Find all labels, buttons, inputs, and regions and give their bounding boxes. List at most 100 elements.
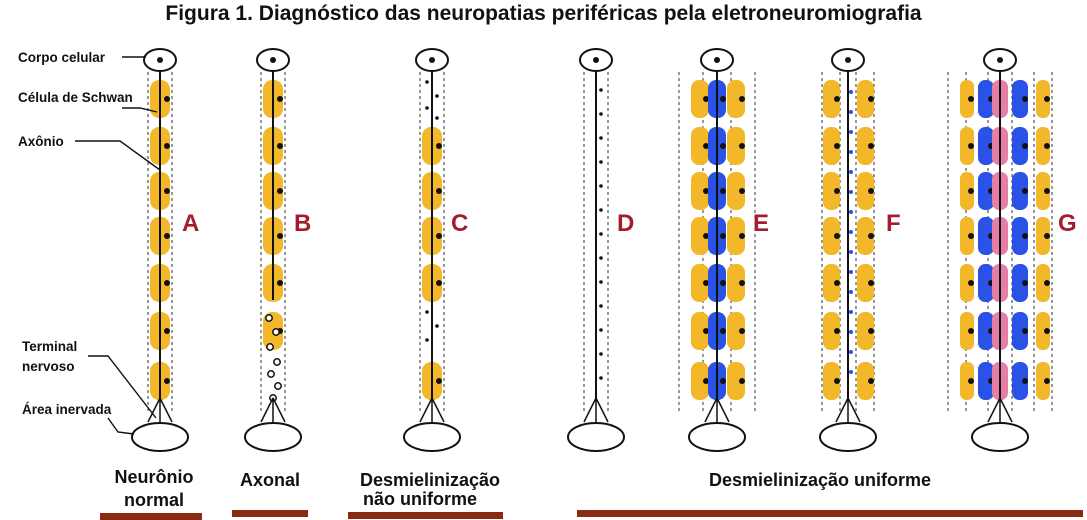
e-schwann-nucleus	[739, 233, 745, 239]
e-schwann-nucleus	[739, 280, 745, 286]
g-schwann-nucleus	[968, 328, 974, 334]
e-myelin-segment	[691, 362, 709, 400]
leader-area-inervada	[107, 417, 135, 435]
f-myelin-segment	[823, 127, 840, 165]
e-schwann-nucleus	[720, 188, 726, 194]
f-myelin-segment	[857, 362, 874, 400]
f-terminal	[835, 397, 861, 424]
g-schwann-nucleus	[968, 96, 974, 102]
c-terminal	[419, 397, 445, 424]
f-remyelin-fragment	[849, 290, 853, 294]
d-myelin-debris	[599, 112, 603, 116]
g-myelin-segment	[960, 172, 974, 210]
d-myelin-debris	[599, 376, 603, 380]
e-terminal	[704, 397, 730, 424]
g-myelin-segment	[978, 362, 994, 400]
panel-letter-b: B	[294, 210, 312, 237]
b-axon-debris	[274, 382, 282, 390]
f-schwann-nucleus	[868, 233, 874, 239]
leader-axonio	[75, 140, 161, 171]
g-myelin-segment	[978, 217, 994, 255]
g-myelin-segment	[978, 312, 994, 350]
g-schwann-nucleus	[1044, 143, 1050, 149]
d-myelin-debris	[599, 208, 603, 212]
b-schwann-nucleus	[277, 233, 283, 239]
d-myelin-debris	[599, 232, 603, 236]
b-target-area	[244, 422, 302, 452]
g-myelin-segment	[978, 127, 994, 165]
f-schwann-nucleus	[868, 328, 874, 334]
f-target-area	[819, 422, 877, 452]
e-schwann-nucleus	[720, 233, 726, 239]
e-target-area	[688, 422, 746, 452]
e-myelin-segment	[691, 80, 709, 118]
e-myelin-segment	[727, 127, 745, 165]
b-axon-debris	[266, 343, 274, 351]
caption-neuronio: Neurônio	[114, 467, 194, 487]
g-myelin-segment	[1012, 312, 1028, 350]
g-myelin-segment	[1012, 172, 1028, 210]
f-remyelin-fragment	[849, 270, 853, 274]
panel-letter-e: E	[753, 210, 770, 237]
caption-normal: normal	[123, 490, 184, 510]
label-celula-schwan: Célula de Schwan	[18, 90, 133, 105]
g-myelin-segment	[1012, 217, 1028, 255]
d-myelin-debris	[599, 184, 603, 188]
a-schwann-nucleus	[164, 96, 170, 102]
g-myelin-segment	[978, 80, 994, 118]
b-terminal	[260, 397, 286, 424]
e-myelin-segment	[727, 172, 745, 210]
b-schwann-nucleus	[277, 96, 283, 102]
c-myelin-debris	[425, 80, 429, 84]
g-schwann-nucleus	[968, 188, 974, 194]
c-schwann-nucleus	[436, 188, 442, 194]
f-remyelin-fragment	[849, 110, 853, 114]
f-remyelin-fragment	[849, 250, 853, 254]
leader-celula-schwan	[122, 107, 158, 113]
e-schwann-nucleus	[703, 328, 709, 334]
label-corpo-celular: Corpo celular	[18, 50, 106, 65]
b-schwann-nucleus	[277, 143, 283, 149]
f-remyelin-fragment	[849, 310, 853, 314]
f-myelin-segment	[823, 80, 840, 118]
g-target-area	[971, 422, 1029, 452]
f-remyelin-fragment	[849, 350, 853, 354]
g-schwann-nucleus	[1022, 233, 1028, 239]
f-myelin-segment	[823, 312, 840, 350]
a-schwann-nucleus	[164, 143, 170, 149]
f-myelin-segment	[823, 362, 840, 400]
f-myelin-segment	[857, 127, 874, 165]
label-axonio: Axônio	[18, 134, 64, 149]
d-myelin-debris	[599, 88, 603, 92]
panel-letter-c: C	[451, 210, 469, 237]
e-schwann-nucleus	[739, 188, 745, 194]
e-myelin-segment	[727, 80, 745, 118]
c-schwann-nucleus	[436, 378, 442, 384]
g-schwann-nucleus	[968, 378, 974, 384]
f-myelin-segment	[823, 217, 840, 255]
g-schwann-nucleus	[968, 280, 974, 286]
g-schwann-nucleus	[968, 143, 974, 149]
a-nucleus	[157, 57, 163, 63]
e-schwann-nucleus	[739, 96, 745, 102]
e-myelin-segment	[727, 217, 745, 255]
f-schwann-nucleus	[868, 280, 874, 286]
c-myelin-debris	[435, 116, 439, 120]
g-myelin-segment	[1036, 312, 1050, 350]
f-schwann-nucleus	[834, 328, 840, 334]
g-myelin-segment	[1036, 362, 1050, 400]
e-schwann-nucleus	[703, 188, 709, 194]
e-myelin-segment	[727, 362, 745, 400]
g-myelin-segment	[960, 80, 974, 118]
g-myelin-segment	[960, 264, 974, 302]
a-target-area	[131, 422, 189, 452]
b-schwann-nucleus	[277, 188, 283, 194]
e-schwann-nucleus	[720, 96, 726, 102]
g-myelin-segment	[960, 362, 974, 400]
e-schwann-nucleus	[720, 328, 726, 334]
g-myelin-segment	[1012, 80, 1028, 118]
panel-letter-d: D	[617, 210, 635, 237]
g-schwann-nucleus	[1022, 280, 1028, 286]
f-nucleus	[845, 57, 851, 63]
label-terminal: Terminal	[22, 339, 78, 354]
